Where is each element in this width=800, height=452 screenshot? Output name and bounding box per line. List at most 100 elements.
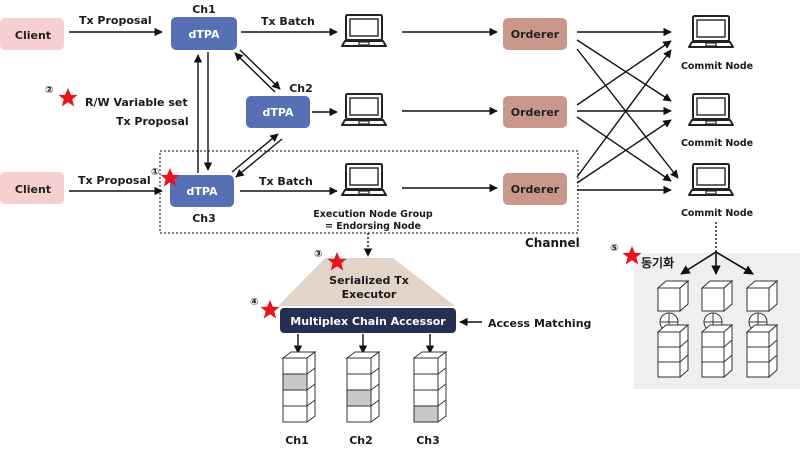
- chain-store-label: Ch1: [285, 434, 309, 447]
- sync-label: 동기화: [641, 255, 674, 270]
- dtpa-ch3: dTPA Ch3: [170, 175, 234, 225]
- chain-stores: Ch1 Ch2 Ch3: [281, 334, 448, 447]
- multiplex-chain-accessor: [280, 308, 456, 333]
- store-cell: [346, 405, 372, 423]
- commit-node-label-2: Commit Node: [681, 138, 753, 149]
- stack-cell: [701, 331, 725, 348]
- stack-side-face: [723, 323, 733, 379]
- tx-batch-label-3: Tx Batch: [259, 175, 313, 188]
- endorsing-node-label: = Endorsing Node: [325, 221, 421, 232]
- svg-text:Client: Client: [15, 183, 51, 196]
- marker-4: ④: [250, 297, 280, 319]
- store-cell-highlighted: [282, 373, 308, 391]
- stack-cell: [701, 346, 725, 363]
- marker-5: ⑤: [610, 243, 642, 265]
- orderer-commit-crossbar: [576, 27, 679, 195]
- commit-node-label-3: Commit Node: [681, 208, 753, 219]
- svg-text:Ch3: Ch3: [192, 212, 216, 225]
- stack-side-divider: [768, 354, 778, 363]
- store-side-divider: [370, 399, 380, 407]
- block-front-face: [746, 287, 770, 312]
- star-icon: [58, 88, 78, 107]
- svg-text:②: ②: [45, 85, 53, 96]
- tx-proposal-label-1: Tx Proposal: [79, 14, 152, 27]
- stack-cell: [657, 346, 681, 363]
- channel-label: Channel: [525, 236, 580, 250]
- chain-store-ch1: Ch1: [281, 334, 317, 447]
- store-cell: [413, 389, 439, 407]
- store-cell-highlighted: [346, 389, 372, 407]
- execution-group-label: Execution Node Group: [313, 209, 433, 220]
- sync-fanout-arrows: [680, 251, 754, 275]
- svg-text:Orderer: Orderer: [511, 106, 560, 119]
- svg-text:dTPA: dTPA: [189, 28, 220, 41]
- stack-cell: [657, 361, 681, 378]
- store-side-divider: [437, 383, 447, 391]
- synced-ledger-2: [700, 279, 734, 379]
- svg-text:③: ③: [314, 249, 322, 260]
- tx-batch-label-1: Tx Batch: [261, 15, 315, 28]
- store-side-divider: [370, 383, 380, 391]
- client-node-2: Client: [0, 172, 64, 204]
- stack-side-divider: [768, 339, 778, 348]
- svg-text:Ch2: Ch2: [289, 82, 313, 95]
- stack-cell: [746, 331, 770, 348]
- store-cell: [346, 373, 372, 391]
- store-side-divider: [306, 383, 316, 391]
- client-node-1: Client: [0, 18, 64, 50]
- orderer-2: Orderer: [503, 96, 567, 128]
- star-icon: [260, 300, 280, 319]
- orderer-3: Orderer: [503, 173, 567, 205]
- store-cell: [413, 357, 439, 375]
- commit-node-laptop-3: [688, 163, 734, 196]
- executor-label-line2: Executor: [342, 288, 397, 301]
- marker-1: ①: [151, 167, 180, 187]
- synced-ledger-1: [656, 279, 690, 379]
- svg-text:Orderer: Orderer: [511, 183, 560, 196]
- stack-side-divider: [679, 339, 689, 348]
- svg-text:dTPA: dTPA: [263, 106, 294, 119]
- store-cell: [346, 357, 372, 375]
- dtpa-ch2: Ch2 dTPA: [246, 82, 313, 128]
- stack-side-divider: [723, 339, 733, 348]
- arrow-ch2-to-ch3: [235, 138, 283, 178]
- store-side-divider: [306, 399, 316, 407]
- rw-tx-proposal-label: Tx Proposal: [116, 115, 189, 128]
- store-side-divider: [437, 399, 447, 407]
- stack-side-divider: [723, 354, 733, 363]
- svg-text:④: ④: [250, 297, 258, 308]
- svg-text:⑤: ⑤: [610, 243, 618, 254]
- execution-node-laptop-2: [341, 93, 387, 126]
- svg-text:Ch1: Ch1: [192, 3, 216, 16]
- channel-boundary: [159, 150, 579, 234]
- store-cell: [282, 357, 308, 375]
- block-front-face: [701, 287, 725, 312]
- commit-node-laptop-1: [688, 15, 734, 48]
- chain-store-label: Ch3: [416, 434, 440, 447]
- synced-ledger-3: [745, 279, 779, 379]
- arrow-ch2-to-ch1: [234, 52, 276, 93]
- svg-text:①: ①: [151, 167, 159, 178]
- commit-node-label-1: Commit Node: [681, 61, 753, 72]
- block-front-face: [657, 287, 681, 312]
- sync-ledgers: [656, 279, 779, 379]
- marker-2: ②: [45, 85, 78, 107]
- stack-side-face: [679, 323, 689, 379]
- store-side-divider: [437, 367, 447, 375]
- execution-node-laptop-3: [341, 163, 387, 196]
- execution-node-laptop-1: [341, 14, 387, 47]
- store-side-divider: [306, 367, 316, 375]
- arrow-ch1-to-ch2: [239, 49, 281, 90]
- tx-proposal-label-2: Tx Proposal: [78, 174, 151, 187]
- store-side-divider: [370, 367, 380, 375]
- marker-3: ③: [314, 249, 347, 271]
- accessor-label: Multiplex Chain Accessor: [290, 315, 446, 328]
- chain-store-ch3: Ch3: [412, 334, 448, 447]
- stack-cell: [746, 346, 770, 363]
- chain-store-label: Ch2: [349, 434, 373, 447]
- store-cell-highlighted: [413, 405, 439, 423]
- stack-side-divider: [679, 354, 689, 363]
- svg-text:Orderer: Orderer: [511, 28, 560, 41]
- stack-cell: [746, 361, 770, 378]
